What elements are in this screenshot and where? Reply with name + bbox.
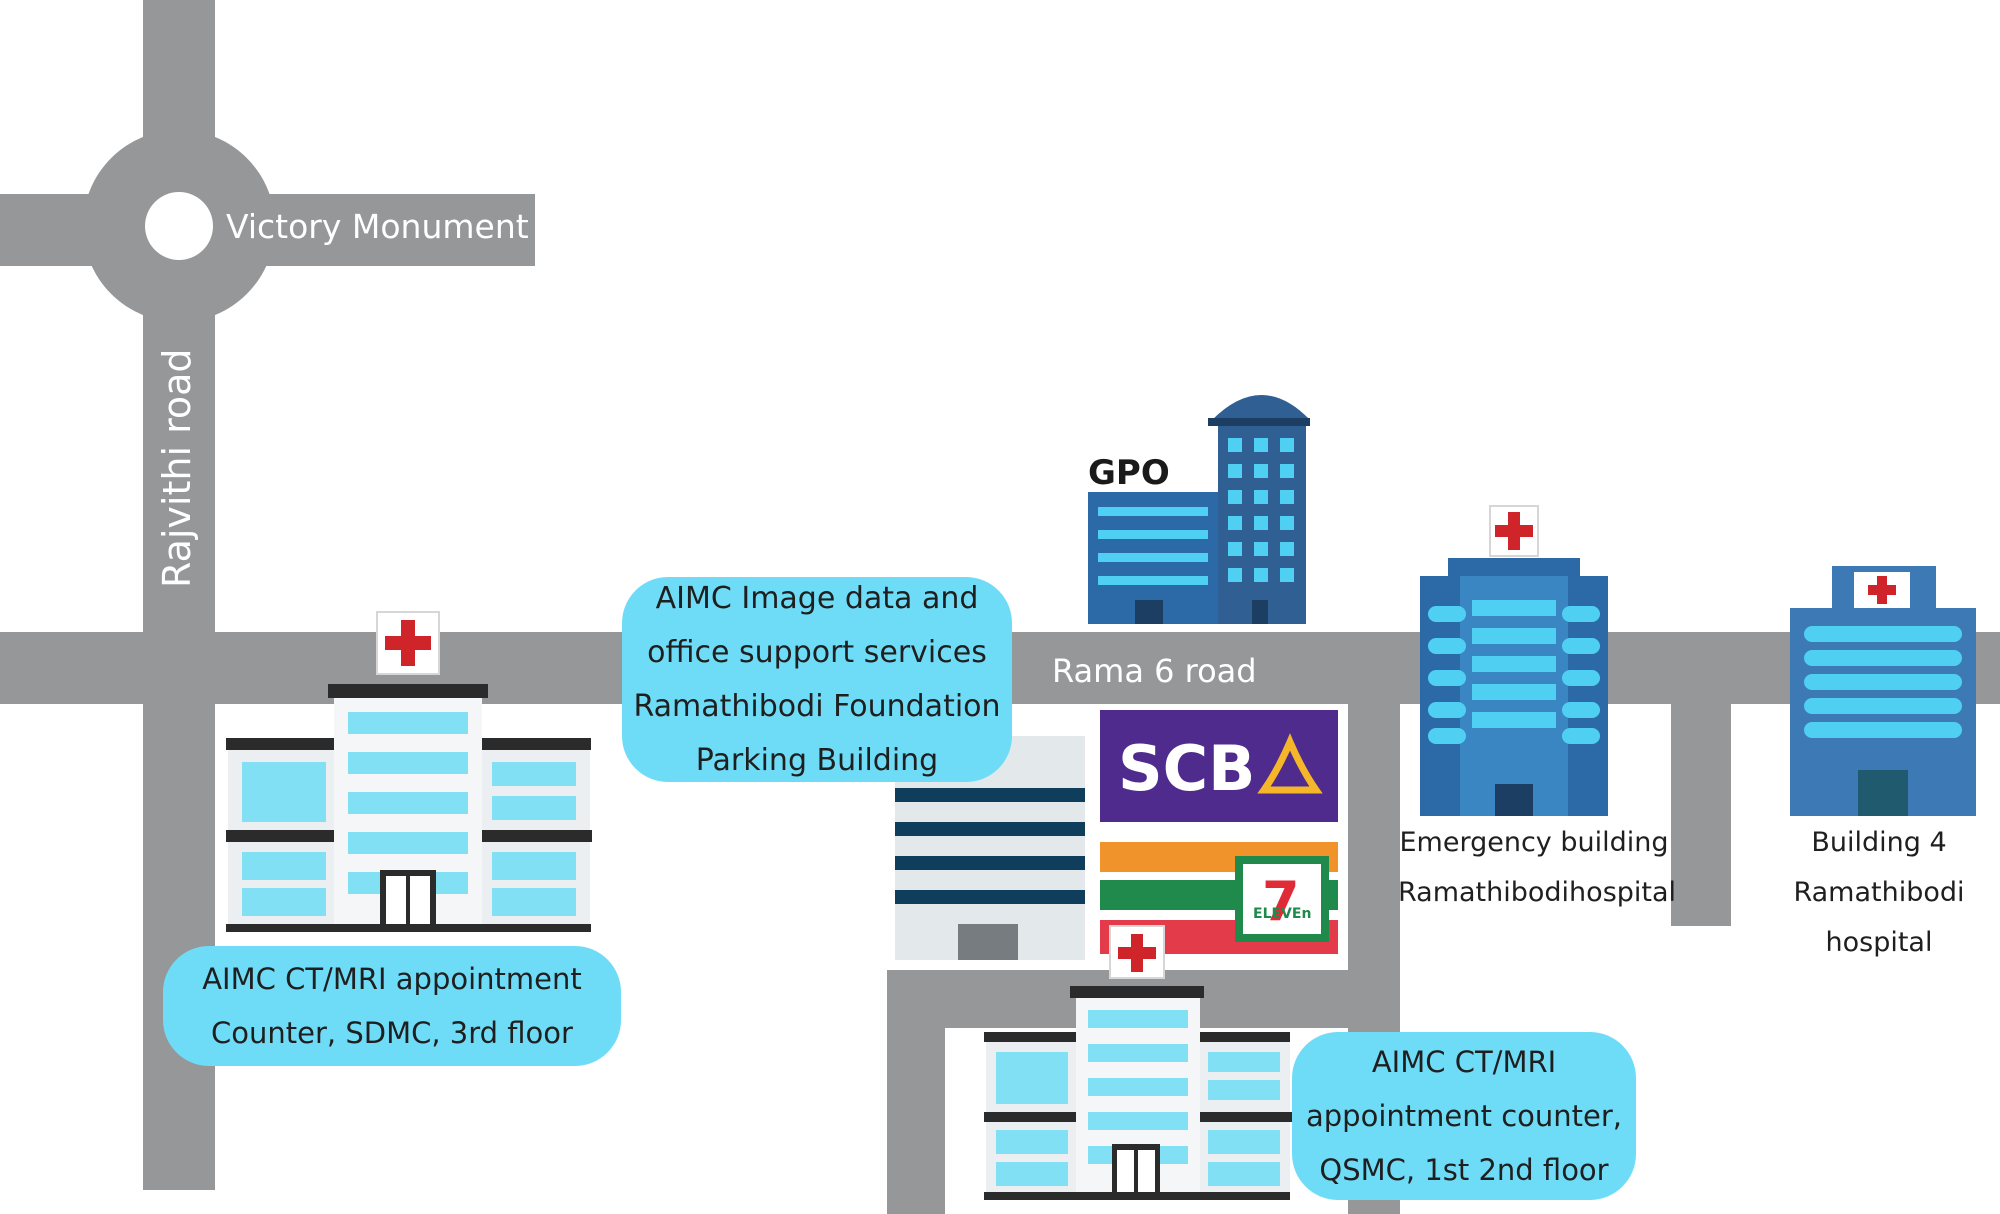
qsmc-bubble-line-1: AIMC CT/MRI <box>1371 1045 1557 1079</box>
gpo-building: GPO <box>1088 395 1310 624</box>
sdmc-counter-bubble: AIMC CT/MRI appointment Counter, SDMC, 3… <box>163 946 621 1066</box>
building4-label-line-3: hospital <box>1825 927 1933 958</box>
qsmc-bubble-line-3: QSMC, 1st 2nd floor <box>1319 1153 1609 1187</box>
emergency-label-line-2: Ramathibodihospital <box>1398 877 1677 908</box>
qsmc-counter-bubble: AIMC CT/MRI appointment counter, QSMC, 1… <box>1292 1032 1636 1200</box>
building4-label-line-2: Ramathibodi <box>1793 877 1965 908</box>
qsmc-hospital-building <box>984 925 1292 1200</box>
rama6-road-label: Rama 6 road <box>1052 652 1257 690</box>
foundation-parking-bubble: AIMC Image data and office support servi… <box>622 577 1012 782</box>
foundation-bubble-line-2: office support services <box>647 634 987 670</box>
monument-center <box>145 192 213 260</box>
building4-label: Building 4 Ramathibodi hospital <box>1768 818 1990 968</box>
emergency-building <box>1420 505 1608 816</box>
seven-eleven-logo-text: ELEVEn <box>1253 906 1311 922</box>
scb-bell-icon <box>1257 733 1323 794</box>
sdmc-bubble-line-2: Counter, SDMC, 3rd floor <box>211 1016 573 1050</box>
road-bottom-cap <box>143 1114 215 1186</box>
soi-lower-vertical <box>887 970 945 1214</box>
sdmc-bubble-line-1: AIMC CT/MRI appointment <box>202 962 582 996</box>
victory-monument-label: Victory Monument <box>226 207 529 246</box>
rajvithi-road-label: Rajvithi road <box>155 348 199 588</box>
qsmc-bubble-line-2: appointment counter, <box>1306 1099 1622 1133</box>
foundation-bubble-line-3: Ramathibodi Foundation <box>633 688 1001 724</box>
foundation-bubble-line-4: Parking Building <box>695 742 939 778</box>
emergency-label-line-1: Emergency building <box>1399 827 1669 858</box>
soi-right <box>1671 632 1731 926</box>
emergency-building-label: Emergency building Ramathibodihospital <box>1398 818 1677 918</box>
scb-logo-text: SCB <box>1118 732 1255 805</box>
sdmc-hospital-building <box>226 611 592 932</box>
building4-label-line-1: Building 4 <box>1811 827 1947 858</box>
scb-bank-sign: SCB <box>1100 710 1338 822</box>
building-4 <box>1790 566 1976 816</box>
gpo-logo-text: GPO <box>1088 453 1170 493</box>
seven-eleven-logo-seven: 7 <box>1262 870 1300 933</box>
foundation-bubble-line-1: AIMC Image data and <box>655 580 979 616</box>
